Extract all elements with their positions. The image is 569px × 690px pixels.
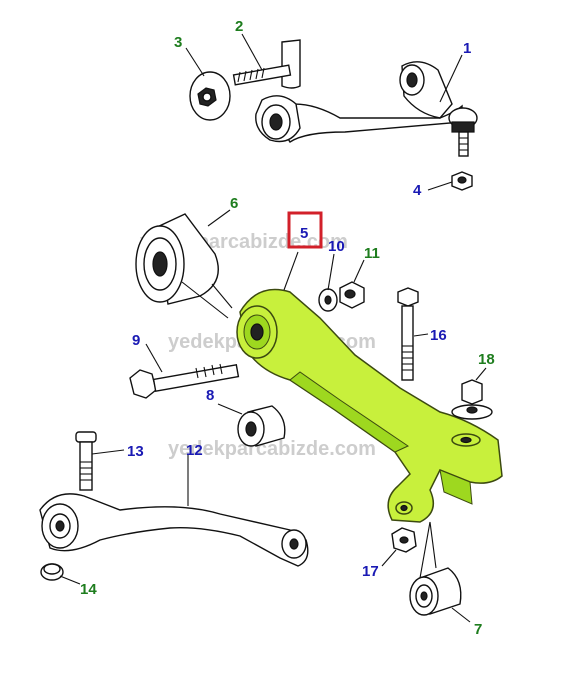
upper-control-arm[interactable]	[255, 61, 478, 157]
leader-lines	[59, 33, 487, 623]
nut-17[interactable]	[391, 527, 417, 553]
nut-11[interactable]	[339, 281, 365, 309]
callout-9[interactable]: 9	[132, 332, 140, 349]
callout-2[interactable]: 2	[235, 18, 243, 35]
selected-part-frame	[287, 211, 323, 249]
watermark-bottom: yedekparcabizde.com	[168, 438, 376, 460]
callout-12[interactable]: 12	[186, 442, 203, 459]
nut-flange-18[interactable]	[451, 379, 493, 420]
lower-link-arm-12[interactable]	[39, 493, 309, 567]
callout-5[interactable]: 5	[300, 225, 308, 242]
bush-6[interactable]	[135, 213, 219, 305]
callout-7[interactable]: 7	[474, 621, 482, 638]
callout-8[interactable]: 8	[206, 387, 214, 404]
callout-18[interactable]: 18	[478, 351, 495, 368]
nut-4[interactable]	[451, 171, 473, 191]
callout-17[interactable]: 17	[362, 563, 379, 580]
washer-10[interactable]	[318, 288, 338, 312]
bolt-13[interactable]	[75, 431, 97, 491]
callout-1[interactable]: 1	[463, 40, 471, 57]
bush-8[interactable]	[237, 405, 286, 447]
cap-14[interactable]	[40, 563, 64, 581]
callout-13[interactable]: 13	[127, 443, 144, 460]
callout-14[interactable]: 14	[80, 581, 97, 598]
callout-6[interactable]: 6	[230, 195, 238, 212]
bolt-16[interactable]	[397, 287, 419, 381]
lower-control-arm-5[interactable]	[236, 288, 503, 523]
callout-10[interactable]: 10	[328, 238, 345, 255]
callout-11[interactable]: 11	[364, 245, 380, 262]
bolt-2[interactable]	[232, 39, 301, 89]
bolt-9[interactable]	[129, 363, 240, 399]
washer-nut-3[interactable]	[189, 71, 231, 121]
bush-7[interactable]	[409, 567, 462, 616]
callout-4[interactable]: 4	[413, 182, 422, 199]
callout-3[interactable]: 3	[174, 34, 182, 51]
callout-16[interactable]: 16	[430, 327, 447, 344]
